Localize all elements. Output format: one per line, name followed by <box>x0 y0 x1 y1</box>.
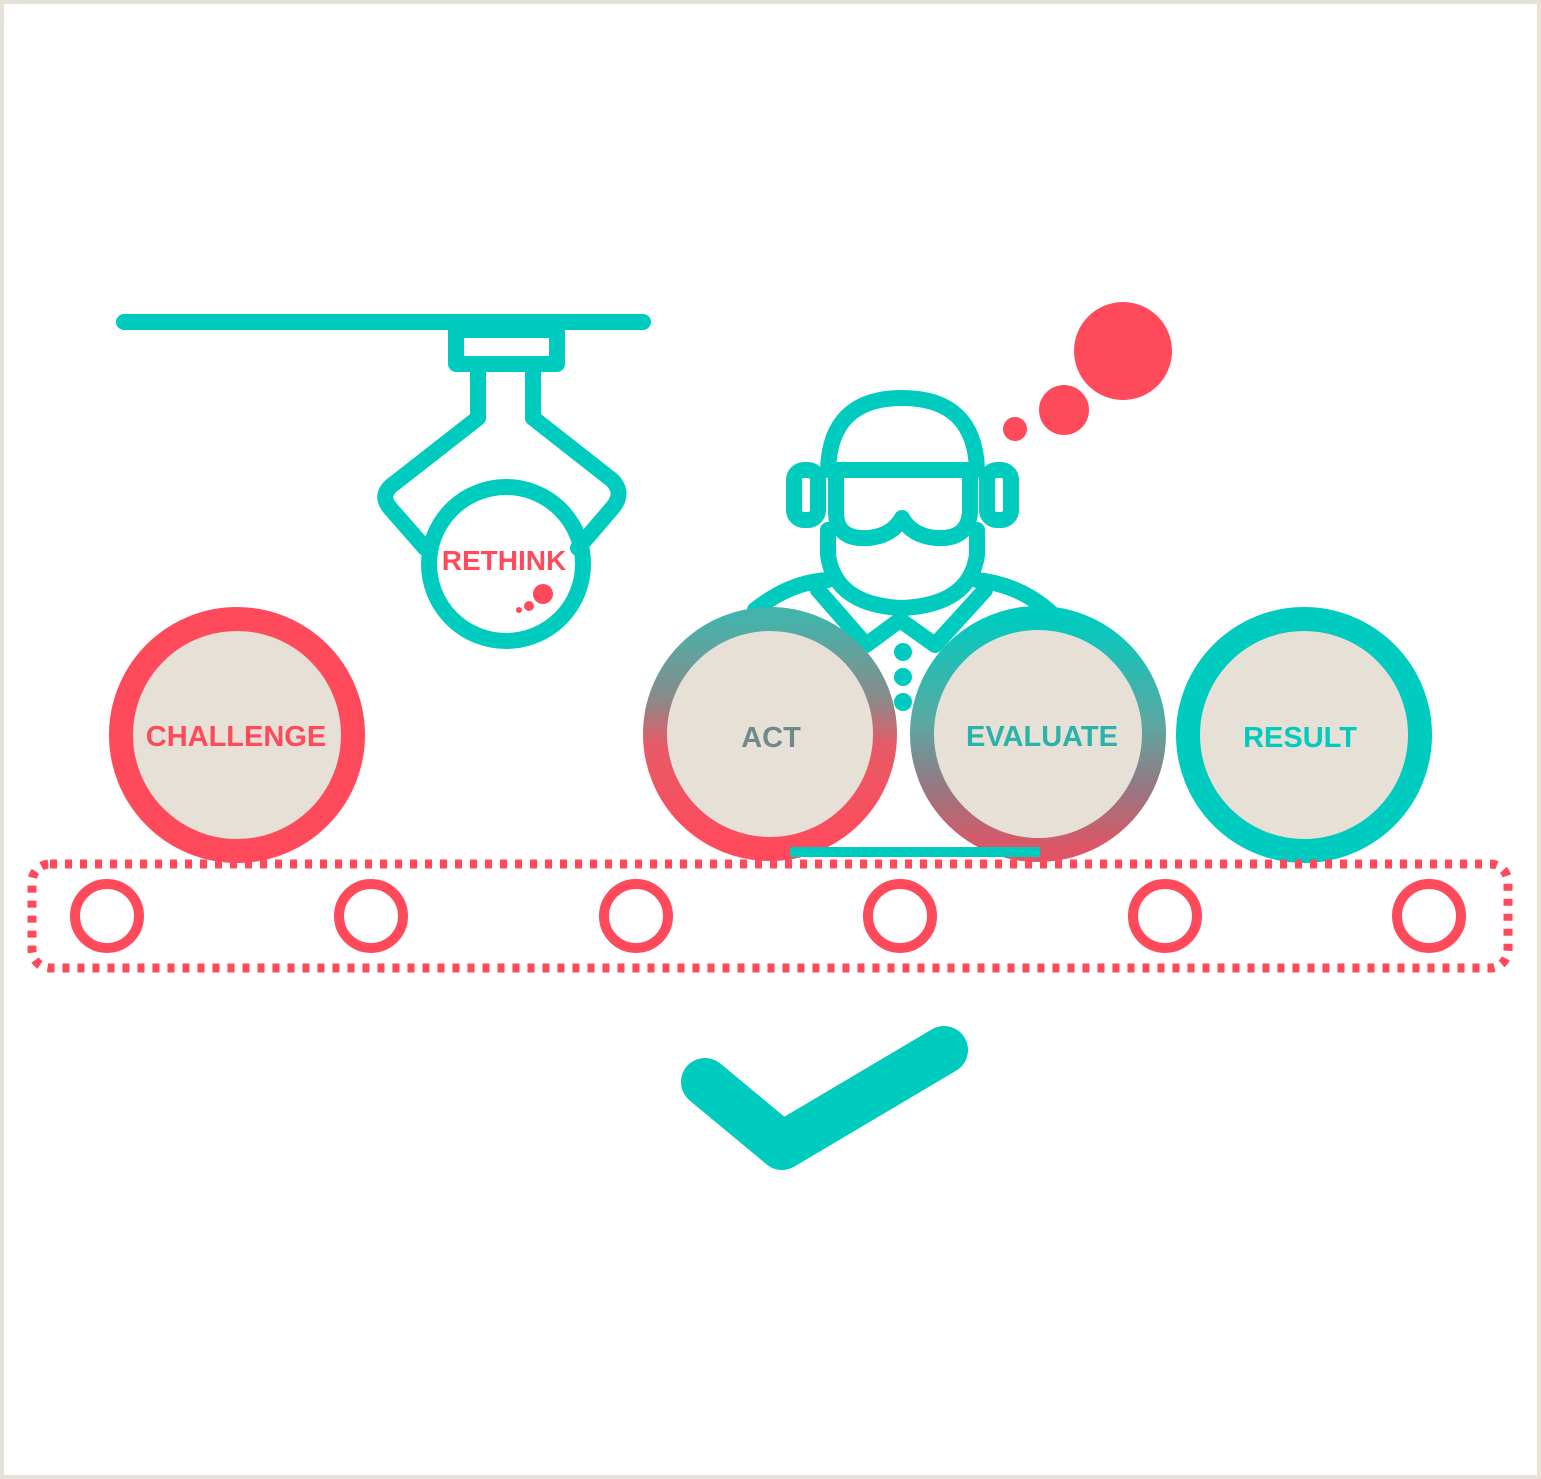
conveyor-roller <box>334 879 408 953</box>
result-label: RESULT <box>1243 722 1357 754</box>
conveyor-roller <box>1392 879 1466 953</box>
thought-bubble-icon <box>1003 302 1172 441</box>
worker-right-ear <box>979 462 1019 528</box>
conveyor-belt-icon <box>27 859 1513 973</box>
rethink-circle <box>421 479 591 649</box>
checkmark-icon <box>681 1026 968 1170</box>
stage-act: ACT <box>643 607 897 861</box>
goggles-icon <box>828 462 978 547</box>
worker-collar <box>810 582 993 653</box>
stage-evaluate: EVALUATE <box>910 606 1166 862</box>
challenge-label: CHALLENGE <box>146 721 326 753</box>
act-label: ACT <box>741 722 801 754</box>
crane-trolley <box>448 322 565 372</box>
worker-head-top <box>820 390 985 478</box>
stage-challenge: CHALLENGE <box>109 607 365 863</box>
conveyor-frame <box>27 859 1513 973</box>
worker-left-shoulder <box>747 572 836 618</box>
robot-claw-icon <box>116 314 651 649</box>
claw-left-arm <box>377 360 486 556</box>
claw-right-arm <box>525 360 627 556</box>
worker-buttons-icon <box>894 643 912 711</box>
conveyor-roller <box>863 879 937 953</box>
rethink-label: RETHINK <box>442 545 566 576</box>
stage-result: RESULT <box>1176 607 1432 863</box>
conveyor-roller <box>70 879 144 953</box>
conveyor-roller <box>1128 879 1202 953</box>
worker-with-goggles-icon <box>747 390 1058 653</box>
rethink-thought-dots-icon <box>516 584 553 613</box>
worker-left-ear <box>786 462 826 528</box>
conveyor-roller <box>599 879 673 953</box>
evaluate-label: EVALUATE <box>966 721 1118 753</box>
